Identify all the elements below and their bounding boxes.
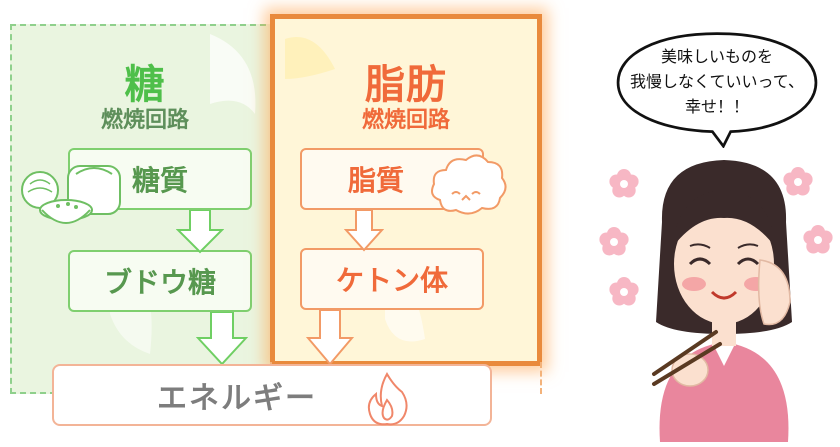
- fat-title: 脂肪: [365, 62, 447, 108]
- speech-line-3: 幸せ！！: [684, 97, 749, 116]
- rice-bread-icon: [21, 165, 121, 224]
- flame-icon: [367, 372, 408, 426]
- sugar-title: 糖: [124, 62, 166, 108]
- sugar-step-glucose: ブドウ糖: [68, 250, 252, 312]
- sugar-step2-label: ブドウ糖: [103, 266, 216, 299]
- fat-step-ketone: ケトン体: [300, 248, 484, 310]
- fat-arrow-1: [344, 210, 384, 252]
- fat-subtitle: 燃焼回路: [361, 108, 450, 133]
- speech-bubble-text: 美味しいものを 我慢しなくていいって、 幸せ！！: [612, 44, 822, 119]
- fat-arrow-2: [306, 310, 354, 366]
- speech-bubble: [616, 32, 818, 148]
- sugar-arrow-2: [196, 312, 248, 366]
- energy-box: エネルギー: [52, 364, 492, 426]
- fat-cloud-icon: [431, 154, 507, 215]
- woman-eating-icon: [652, 160, 792, 442]
- energy-label: エネルギー: [157, 381, 317, 416]
- sugar-arrow-1: [176, 210, 224, 254]
- fat-step2-label: ケトン体: [335, 264, 448, 297]
- sugar-subtitle: 燃焼回路: [100, 108, 189, 133]
- fat-step1-label: 脂質: [348, 164, 405, 197]
- speech-line-1: 美味しいものを: [660, 47, 773, 66]
- speech-line-2: 我慢しなくていいって、: [630, 72, 804, 91]
- sugar-step1-label: 糖質: [131, 164, 188, 197]
